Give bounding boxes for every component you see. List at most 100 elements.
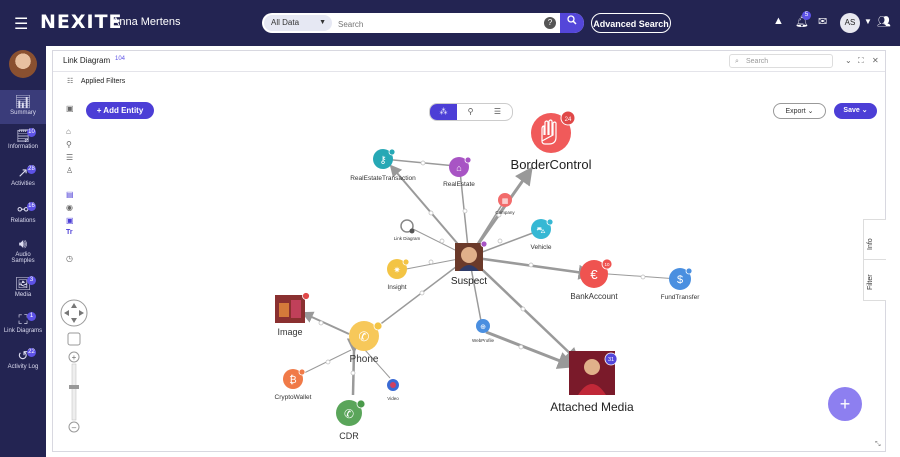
- minus-icon: –: [72, 423, 77, 432]
- collapse-icon[interactable]: ⌄: [845, 56, 852, 65]
- sidebar-item-summary[interactable]: 📊︎ Summary: [0, 90, 46, 124]
- sidebar-item-link-diagrams[interactable]: ⛶ 1 Link Diagrams: [0, 312, 46, 334]
- applied-filters[interactable]: ☷ Applied Filters: [67, 77, 125, 85]
- search-scope-select[interactable]: All Data ▼: [264, 15, 332, 31]
- euro-icon: €: [590, 267, 598, 282]
- add-entity-button[interactable]: + Add Entity: [86, 102, 154, 119]
- node-badge: 31: [608, 357, 614, 363]
- filter-tab[interactable]: Filter: [863, 259, 886, 301]
- users-icon[interactable]: 👥︎: [877, 16, 891, 28]
- node-real-estate[interactable]: ⌂ RealEstate: [443, 156, 475, 188]
- expand-icon[interactable]: ⛶: [858, 56, 864, 65]
- export-button[interactable]: Export ⌄: [773, 103, 826, 119]
- sidebar-item-label: Relations: [10, 218, 36, 224]
- sidebar-item-label: Media: [14, 292, 32, 298]
- node-insight[interactable]: ✷ Insight: [387, 258, 410, 291]
- search-button[interactable]: [560, 13, 584, 33]
- list-icon[interactable]: ☰: [66, 153, 74, 162]
- avatar[interactable]: AS: [840, 13, 860, 33]
- insight-icon: ✷: [393, 265, 401, 275]
- graph-view-button[interactable]: ⁂: [430, 104, 457, 120]
- node-phone[interactable]: ✆ Phone: [349, 321, 383, 365]
- node-fund-transfer[interactable]: $ FundTransfer: [661, 267, 701, 301]
- node-border-control[interactable]: 24 BorderControl: [511, 110, 592, 172]
- image-tool-icon[interactable]: ▣: [66, 216, 74, 225]
- map-view-button[interactable]: ⚲: [467, 107, 474, 116]
- fit-view-icon[interactable]: [67, 332, 81, 346]
- chevron-down-icon[interactable]: ▼: [864, 17, 872, 26]
- calendar-icon[interactable]: ▤: [66, 190, 74, 199]
- add-fab-button[interactable]: +: [828, 387, 862, 421]
- menu-icon[interactable]: ☰: [14, 16, 29, 33]
- zoom-control: + –: [60, 299, 88, 433]
- clock-icon[interactable]: ◷: [66, 254, 73, 263]
- audio-icon: 🔊︎: [18, 236, 28, 251]
- car-icon: ⛍: [536, 225, 545, 235]
- list-view-button[interactable]: ☰: [493, 107, 502, 116]
- link-diagram-canvas[interactable]: 24 BorderControl ⚷ RealEstateTransaction…: [53, 51, 887, 453]
- text-tool-icon[interactable]: Tr: [66, 229, 73, 236]
- badge: 28: [27, 165, 36, 174]
- help-icon[interactable]: ?: [544, 17, 556, 29]
- node-crypto-wallet[interactable]: ₿ CryptoWallet: [275, 368, 312, 401]
- sidebar-item-media[interactable]: 🖼︎ 3 Media: [0, 276, 46, 298]
- node-company[interactable]: ▦ Company: [495, 193, 515, 215]
- sidebar-item-audio-samples[interactable]: 🔊︎ Audio Samples: [0, 236, 46, 264]
- house-icon: ⌂: [456, 163, 461, 173]
- node-bank-account[interactable]: € 10 BankAccount: [570, 258, 618, 301]
- home-icon[interactable]: ⌂: [66, 127, 71, 136]
- eye-icon[interactable]: ◉: [66, 203, 73, 212]
- node-cdr[interactable]: ✆ CDR: [336, 399, 366, 441]
- sidebar-item-activities[interactable]: ↗ 28 Activities: [0, 165, 46, 187]
- app-logo[interactable]: NEXITE: [40, 11, 123, 33]
- node-attached-media[interactable]: 31 Attached Media: [550, 351, 634, 414]
- node-label: BorderControl: [511, 157, 592, 172]
- sidebar-item-label: Summary: [10, 110, 36, 116]
- resize-icon[interactable]: ⤡: [875, 441, 881, 448]
- info-icon: 🗒︎: [14, 128, 32, 143]
- sidebar-item-information[interactable]: 🗒︎ 10 Information: [0, 128, 46, 150]
- node-web-profile[interactable]: ⊕ WebProfile: [472, 319, 494, 343]
- hierarchy-icon[interactable]: ⚲: [66, 140, 72, 149]
- hand-stop-icon: [541, 119, 557, 145]
- search-input[interactable]: [336, 16, 540, 32]
- zoom-slider[interactable]: [71, 363, 77, 421]
- view-toggle: ⁂ ⚲ ☰: [429, 103, 513, 121]
- save-button[interactable]: Save ⌄: [834, 103, 877, 119]
- zoom-in-button[interactable]: [68, 351, 80, 363]
- node-suspect[interactable]: Suspect: [451, 240, 488, 287]
- node-label: Phone: [350, 354, 379, 365]
- node-real-estate-transaction[interactable]: ⚷ RealEstateTransaction: [350, 148, 416, 182]
- save-disk-icon[interactable]: ▣: [66, 104, 74, 113]
- global-search: All Data ▼ ?: [262, 13, 584, 33]
- zoom-out-button[interactable]: [68, 421, 80, 433]
- search-scope-value: All Data: [271, 18, 300, 27]
- applied-filters-label: Applied Filters: [80, 78, 126, 85]
- export-label: Export: [785, 108, 806, 115]
- relations-icon: ⚯: [17, 202, 29, 217]
- advanced-search-button[interactable]: Advanced Search: [591, 13, 671, 33]
- node-link-diagram[interactable]: Link Diagram: [394, 219, 421, 241]
- node-label: CDR: [339, 431, 359, 441]
- chart-icon: 📊︎: [14, 94, 32, 109]
- save-label: Save: [843, 107, 860, 114]
- badge: 22: [27, 348, 36, 357]
- node-label: Vehicle: [531, 244, 552, 251]
- node-label: Link Diagram: [394, 236, 421, 241]
- sidebar-item-relations[interactable]: ⚯ 16 Relations: [0, 202, 46, 224]
- panel-search-input[interactable]: ⌕ Search: [729, 54, 833, 68]
- node-vehicle[interactable]: ⛍ Vehicle: [531, 218, 554, 251]
- profile-avatar[interactable]: [9, 50, 37, 78]
- node-image[interactable]: Image: [275, 292, 310, 338]
- globe-icon: ⊕: [480, 324, 486, 331]
- pan-control[interactable]: [60, 299, 88, 327]
- close-icon[interactable]: ✕: [872, 56, 879, 65]
- mail-icon[interactable]: ✉: [818, 16, 828, 28]
- node-badge: 24: [565, 117, 572, 123]
- node-video[interactable]: Video: [387, 379, 399, 401]
- zoom-slider-handle[interactable]: [69, 385, 79, 389]
- sidebar-item-activity-log[interactable]: ↺ 22 Activity Log: [0, 348, 46, 370]
- person-icon[interactable]: ♙: [66, 166, 74, 175]
- warning-icon[interactable]: ▲: [773, 15, 784, 27]
- chevron-down-icon: ▼: [319, 19, 326, 26]
